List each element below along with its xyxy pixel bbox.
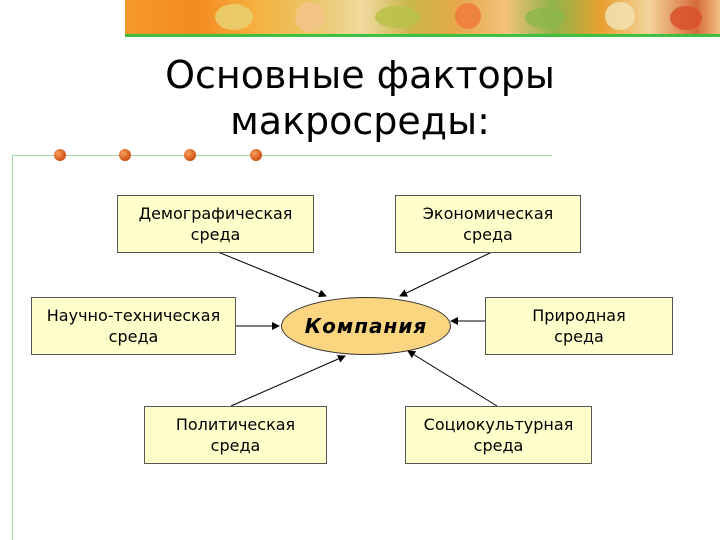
bullet-dot-icon [184,149,196,161]
factor-sociocultural: Социокультурная среда [405,406,592,464]
title-line-1: Основные факторы [165,53,555,97]
slide-title: Основные факторы макросреды: [0,52,720,144]
horizontal-rule [12,155,552,156]
factor-demographic: Демографическая среда [117,195,314,253]
banner-underline [125,34,720,37]
title-line-2: макросреды: [230,99,490,143]
factor-scientific-technical: Научно-техническая среда [31,297,236,355]
vertical-rule [12,155,13,540]
decorative-banner [125,0,720,34]
bullet-dot-icon [250,149,262,161]
factor-economic: Экономическая среда [395,195,581,253]
arrow-political [230,355,346,407]
arrow-sociocultural [407,350,498,407]
center-node-company: Компания [281,297,451,355]
bullet-dot-icon [54,149,66,161]
arrow-demographic [217,251,327,298]
factor-political: Политическая среда [144,406,327,464]
factor-natural: Природная среда [485,297,673,355]
arrow-economic [399,251,493,297]
bullet-dot-icon [119,149,131,161]
